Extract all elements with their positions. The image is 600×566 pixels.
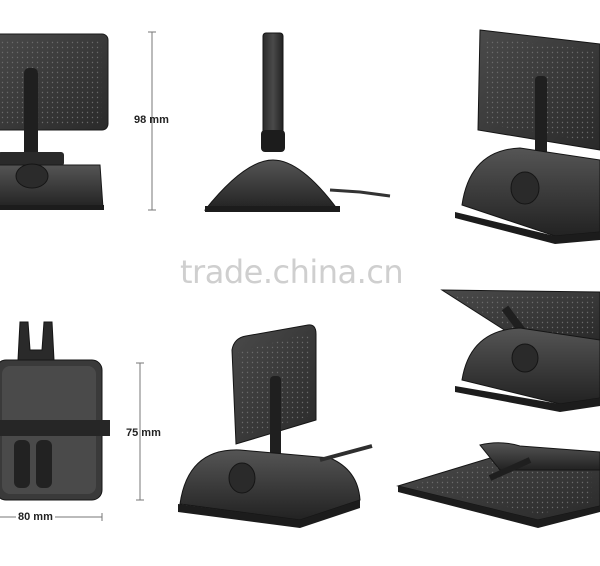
height-dimension-75 xyxy=(136,362,144,501)
perspective-view-1 xyxy=(455,29,600,244)
perspective-view-2 xyxy=(178,324,373,528)
height-label-98: 98 mm xyxy=(134,114,169,126)
top-view xyxy=(0,321,110,501)
height-label-75: 75 mm xyxy=(126,427,161,439)
front-view xyxy=(0,33,109,210)
perspective-view-4 xyxy=(396,442,600,528)
height-dimension-98 xyxy=(148,31,156,211)
side-view xyxy=(203,32,391,212)
width-label-80: 80 mm xyxy=(16,511,55,523)
perspective-view-3 xyxy=(440,289,600,412)
watermark: trade.china.cn xyxy=(180,253,404,291)
